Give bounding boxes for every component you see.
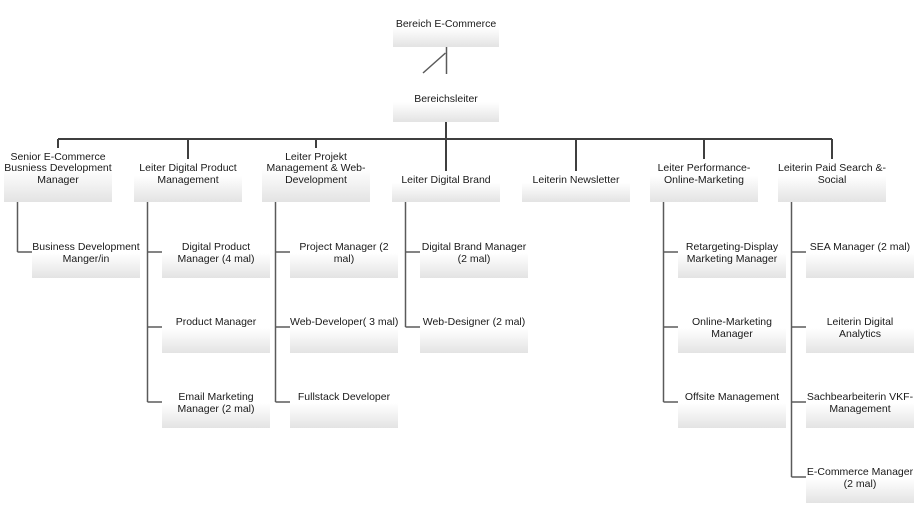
node-leiter-digital-brand[interactable]: Leiter Digital Brand [392, 170, 500, 202]
node-online-marketing-manager[interactable]: Online-Marketing Manager [678, 313, 786, 353]
node-bereichsleiter[interactable]: Bereichsleiter [393, 90, 499, 122]
node-sachbearbeiterin-vkf-management[interactable]: Sachbearbeiterin VKF- Management [806, 388, 914, 428]
node-bereich-e-commerce[interactable]: Bereich E-Commerce [393, 15, 499, 47]
node-web-designer[interactable]: Web-Designer (2 mal) [420, 313, 528, 353]
node-leiter-projekt-management-web-development[interactable]: Leiter Projekt Management & Web- Develop… [262, 147, 370, 202]
node-e-commerce-manager[interactable]: E-Commerce Manager (2 mal) [806, 463, 914, 503]
node-sea-manager[interactable]: SEA Manager (2 mal) [806, 238, 914, 278]
node-retargeting-display-marketing-manager[interactable]: Retargeting-Display Marketing Manager [678, 238, 786, 278]
node-fullstack-developer[interactable]: Fullstack Developer [290, 388, 398, 428]
node-leiterin-paid-search-social[interactable]: Leiterin Paid Search &- Social [778, 159, 886, 202]
node-leiter-performance-online-marketing[interactable]: Leiter Performance- Online-Marketing [650, 159, 758, 202]
node-senior-ecommerce-business-development-manager[interactable]: Senior E-Commerce Busniess Development M… [4, 147, 112, 202]
node-project-manager[interactable]: Project Manager (2 mal) [290, 238, 398, 278]
node-leiterin-newsletter[interactable]: Leiterin Newsletter [522, 170, 630, 202]
node-offsite-management[interactable]: Offsite Management [678, 388, 786, 428]
node-email-marketing-manager[interactable]: Email Marketing Manager (2 mal) [162, 388, 270, 428]
node-digital-product-manager[interactable]: Digital Product Manager (4 mal) [162, 238, 270, 278]
node-leiter-digital-product-management[interactable]: Leiter Digital Product Management [134, 159, 242, 202]
node-business-development-manager[interactable]: Business Development Manger/in [32, 238, 140, 278]
node-leiterin-digital-analytics[interactable]: Leiterin Digital Analytics [806, 313, 914, 353]
node-web-developer[interactable]: Web-Developer( 3 mal) [290, 313, 398, 353]
node-digital-brand-manager[interactable]: Digital Brand Manager (2 mal) [420, 238, 528, 278]
node-product-manager[interactable]: Product Manager [162, 313, 270, 353]
assistant-diagonal-line [422, 52, 446, 74]
